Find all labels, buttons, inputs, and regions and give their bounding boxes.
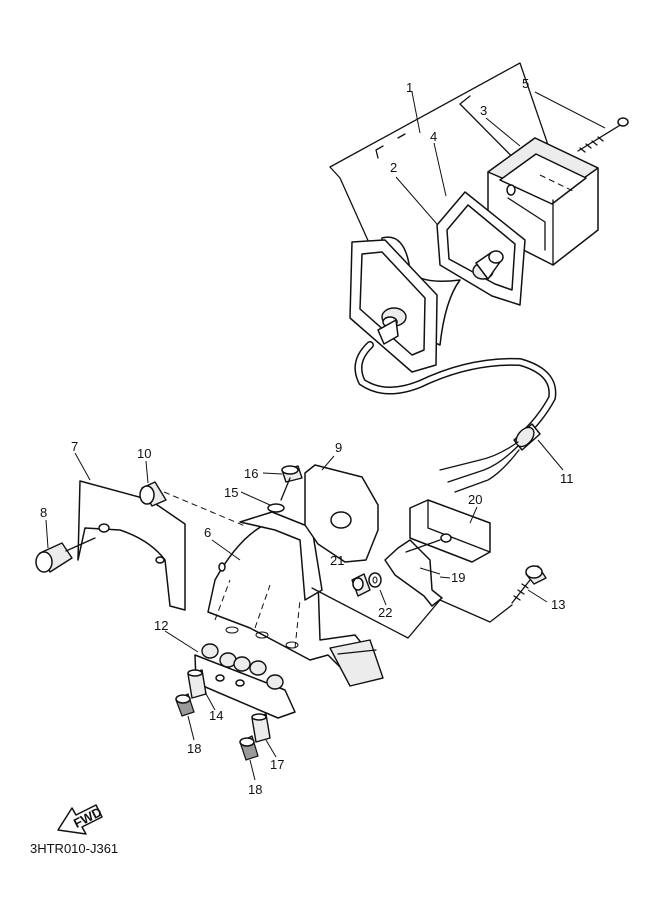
callout-18a: 18 [187,741,201,756]
callout-12: 12 [154,618,168,633]
leader-lines [311,576,513,639]
license-bracket [74,452,186,611]
lens-gasket [436,191,526,306]
reflector-nut-and-washer [351,572,387,606]
callout-19: 19 [451,570,465,585]
callout-8: 8 [40,505,47,520]
spacers-and-nuts [175,669,277,781]
callout-21: 21 [330,553,344,568]
callout-14: 14 [209,708,223,723]
license-light-housing [207,511,384,687]
callout-17: 17 [270,757,284,772]
callout-11: 11 [560,471,574,486]
callout-1: 1 [406,80,413,95]
callout-20: 20 [468,492,482,507]
license-light-cover [304,455,379,563]
assembly-bracket-lines [329,62,606,263]
callout-5: 5 [522,76,529,91]
callout-15: 15 [224,485,238,500]
callout-9: 9 [335,440,342,455]
forward-direction-arrow: FWD [57,804,104,835]
tail-lamp-screw [577,117,629,153]
mounting-bolt [511,565,548,604]
callout-labels: 1 2 3 4 5 6 7 8 9 10 11 12 13 14 15 16 1… [40,76,574,797]
callout-3: 3 [480,103,487,118]
tail-lamp-base [349,236,461,373]
wire-harness [354,341,564,493]
callout-6: 6 [204,525,211,540]
callout-10: 10 [137,446,151,461]
callout-22: 22 [378,605,392,620]
diagram-code: 3HTR010-J361 [30,841,119,856]
fwd-label: FWD [71,804,104,831]
callout-16: 16 [244,466,258,481]
callout-4: 4 [430,129,437,144]
callout-2: 2 [390,160,397,175]
damper-collar [139,460,246,527]
callout-13: 13 [551,597,565,612]
bracket-bolt [35,519,96,573]
reflector-bracket [384,539,443,607]
cover-screw [240,465,303,513]
reflector-lens [409,499,491,563]
tail-lamp-bulb [472,250,504,280]
callout-7: 7 [71,439,78,454]
callout-18b: 18 [248,782,262,797]
